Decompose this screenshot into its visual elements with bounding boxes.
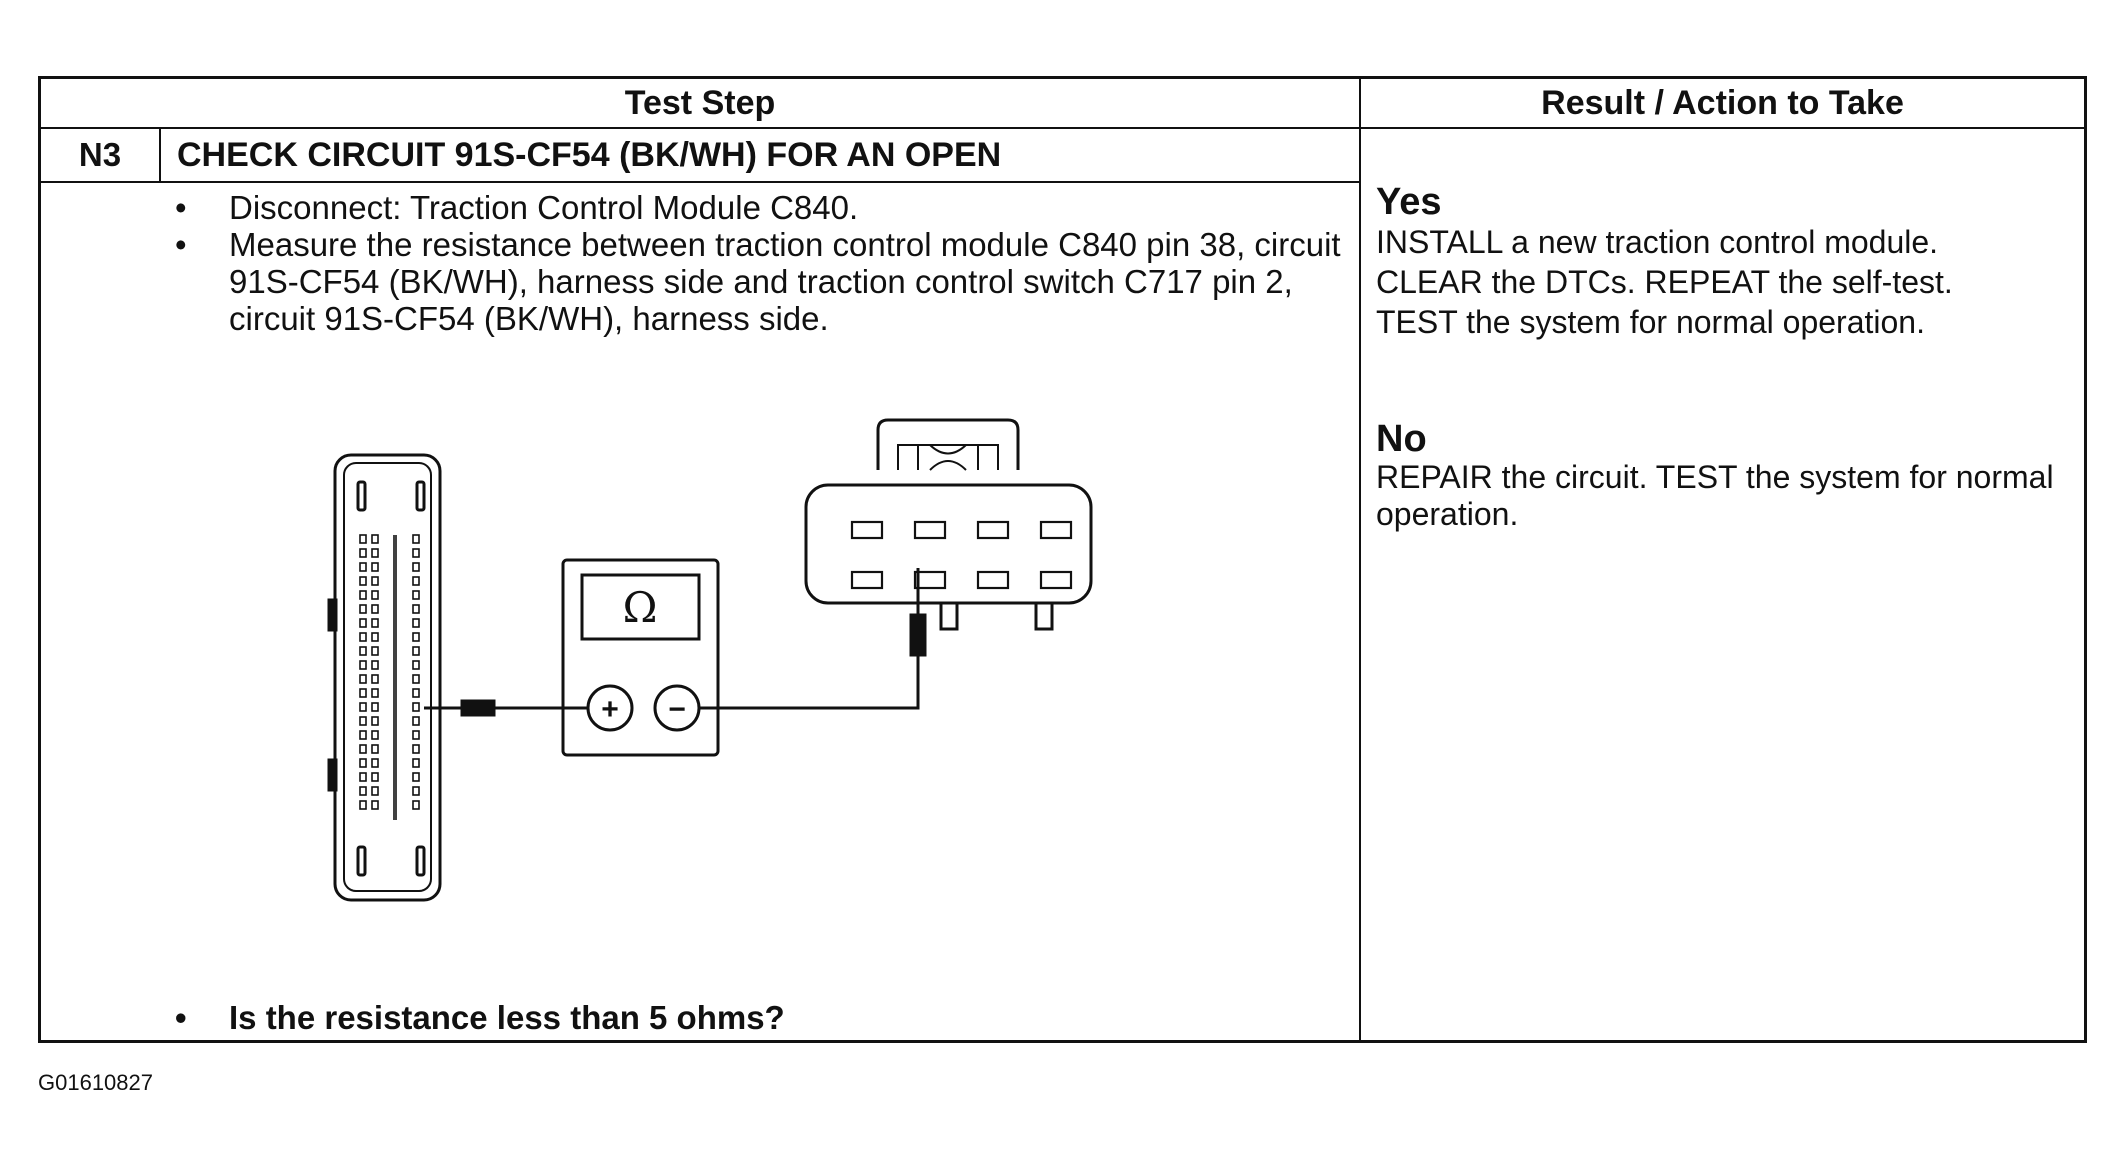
module-pin [371,604,379,614]
module-pin [412,702,420,712]
module-pin [359,562,367,572]
module-pin [412,604,420,614]
module-pin [359,632,367,642]
module-pin [371,562,379,572]
module-pin [371,590,379,600]
module-pin [412,646,420,656]
module-connector-c840 [327,453,442,902]
module-pin [412,632,420,642]
module-pin [412,590,420,600]
module-pin [371,660,379,670]
instruction-list: Disconnect: Traction Control Module C840… [171,189,1361,337]
module-pin [412,786,420,796]
step-title: CHECK CIRCUIT 91S-CF54 (BK/WH) FOR AN OP… [177,136,1002,174]
module-pin [412,576,420,586]
test-step-header: Test Step [624,84,776,122]
module-pin [359,744,367,754]
switch-pin [976,520,1010,540]
module-pin [371,744,379,754]
module-pin [412,660,420,670]
module-pin [359,786,367,796]
module-pin [371,730,379,740]
module-pin [412,716,420,726]
module-pin [412,548,420,558]
no-title: No [1376,418,1427,460]
test-leads [424,568,927,717]
module-pin [371,548,379,558]
module-pin [359,800,367,810]
column-divider [1359,79,1361,1040]
module-pin [371,786,379,796]
module-pin [359,716,367,726]
switch-pin [1039,520,1073,540]
module-pin [371,576,379,586]
module-pin [359,758,367,768]
module-pin [412,688,420,698]
module-pin [359,590,367,600]
switch-connector-c717 [804,418,1093,631]
yes-title: Yes [1376,181,1442,223]
module-pin [371,702,379,712]
module-pin [412,744,420,754]
module-pin [371,772,379,782]
switch-pin [1039,570,1073,590]
no-action-text: REPAIR the circuit. TEST the system for … [1376,459,2054,532]
module-pin [371,758,379,768]
module-pin [359,688,367,698]
no-result: No REPAIR the circuit. TEST the system f… [1376,419,2076,533]
switch-pin [976,570,1010,590]
module-pin [412,800,420,810]
yes-action-line: CLEAR the DTCs. REPEAT the self-test. [1376,264,1953,300]
step-id: N3 [78,136,122,173]
header-rule [41,127,2084,129]
module-pin [412,772,420,782]
module-pin [359,660,367,670]
module-pin [412,562,420,572]
module-pin [371,632,379,642]
instruction-item: Measure the resistance between traction … [171,226,1361,337]
step-id-divider [159,127,161,181]
switch-pin [850,570,884,590]
module-pin [359,604,367,614]
module-pin [371,534,379,544]
figure-id-caption: G01610827 [38,1070,153,1095]
module-pin [412,534,420,544]
module-pin [371,618,379,628]
module-pin [359,772,367,782]
module-pin [371,688,379,698]
result-action-header: Result / Action to Take [1541,84,1904,122]
test-question: Is the resistance less than 5 ohms? [171,999,785,1036]
module-pin [371,646,379,656]
yes-action-line: INSTALL a new traction control module. [1376,224,1939,260]
module-pin [359,534,367,544]
module-pin [412,618,420,628]
module-pin [359,576,367,586]
plus-terminal-label: + [601,693,619,726]
module-pin [359,618,367,628]
module-pin [371,716,379,726]
ohm-symbol: Ω [623,583,658,632]
module-pin [412,730,420,740]
module-pin [359,674,367,684]
module-pin [359,646,367,656]
module-pin [359,702,367,712]
switch-pin [913,570,947,590]
step-title-rule [41,181,1359,183]
module-pin [412,758,420,768]
module-pin [359,730,367,740]
minus-terminal-label: − [668,693,686,726]
instruction-item: Disconnect: Traction Control Module C840… [171,189,1361,226]
switch-pin [850,520,884,540]
module-pin [371,674,379,684]
test-step-table: Test Step Result / Action to Take N3 CHE… [38,76,2087,1043]
yes-action-line: TEST the system for normal operation. [1376,304,1925,340]
switch-pin [913,520,947,540]
yes-result: Yes INSTALL a new traction control modul… [1376,182,2076,342]
module-pin [371,800,379,810]
module-pin [359,548,367,558]
module-pin [412,674,420,684]
